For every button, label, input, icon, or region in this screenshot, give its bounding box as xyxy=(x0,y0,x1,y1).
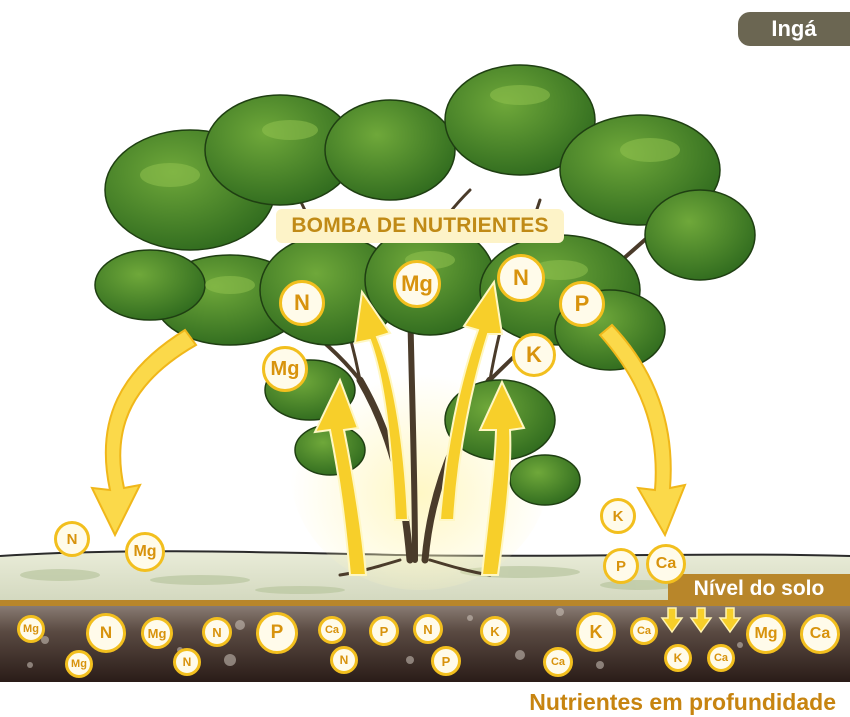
nutrient-badge: N xyxy=(497,254,545,302)
nutrient-badge: Ca xyxy=(630,617,658,645)
nutrient-badge: Ca xyxy=(800,614,840,654)
species-tag: Ingá xyxy=(738,12,850,46)
nutrient-badge: N xyxy=(86,613,126,653)
nutrient-badge: P xyxy=(431,646,461,676)
nutrient-badge: Mg xyxy=(17,615,45,643)
nutrient-badge: Mg xyxy=(262,346,308,392)
nutrient-badge: Mg xyxy=(125,532,165,572)
nutrient-badge: K xyxy=(600,498,636,534)
nutrient-badge: K xyxy=(480,616,510,646)
nutrient-badge: Ca xyxy=(318,616,346,644)
nutrient-badge: N xyxy=(54,521,90,557)
nutrient-badge: P xyxy=(559,281,605,327)
nutrient-badge: N xyxy=(413,614,443,644)
nutrient-badge: P xyxy=(256,612,298,654)
nutrient-badge: N xyxy=(202,617,232,647)
nutrient-badge: Mg xyxy=(141,617,173,649)
nutrient-badge: K xyxy=(576,612,616,652)
nutrient-badge: K xyxy=(664,644,692,672)
nutrient-badge: P xyxy=(369,616,399,646)
diagram-title: BOMBA DE NUTRIENTES xyxy=(276,209,564,243)
nutrient-badge: P xyxy=(603,548,639,584)
nutrient-badge: Ca xyxy=(646,544,686,584)
nutrient-badge: Ca xyxy=(543,647,573,677)
nutrient-badge: Mg xyxy=(65,650,93,678)
nutrient-badge: N xyxy=(173,648,201,676)
depth-label: Nutrientes em profundidade xyxy=(529,689,836,716)
nutrient-badge: N xyxy=(279,280,325,326)
soil-level-label: Nível do solo xyxy=(668,574,850,604)
soil-arrows xyxy=(662,608,740,632)
nutrient-badge: K xyxy=(512,333,556,377)
nutrient-badge: Mg xyxy=(393,260,441,308)
nutrient-badge: Mg xyxy=(746,614,786,654)
nutrient-badge: N xyxy=(330,646,358,674)
down-arrow-left xyxy=(92,330,196,535)
nutrient-badge: Ca xyxy=(707,644,735,672)
